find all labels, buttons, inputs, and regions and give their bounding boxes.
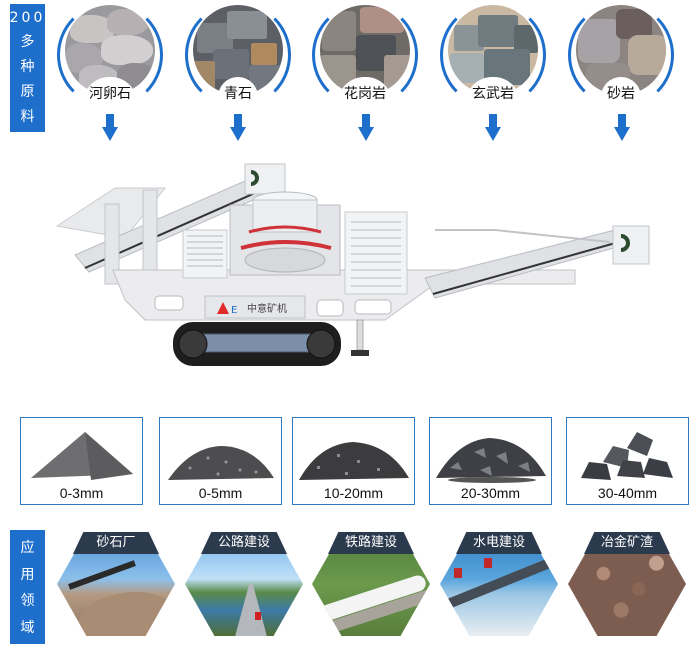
label-char: 用 [20, 566, 35, 583]
raw-materials-label: 200 多 种 原 料 [10, 4, 45, 132]
product-10-20mm: 10-20mm [292, 417, 415, 505]
product-0-3mm: 0-3mm [20, 417, 143, 505]
product-size-label: 20-30mm [460, 485, 521, 501]
svg-text:E: E [231, 305, 237, 316]
label-char: 多 [20, 34, 35, 51]
product-size-label: 0-5mm [198, 485, 243, 501]
down-arrow-icon [358, 114, 374, 142]
product-0-5mm: 0-5mm [159, 417, 282, 505]
gravel-pile-icon [168, 446, 274, 480]
material-river-pebble: 河卵石 [57, 2, 163, 108]
raw-materials-count: 200 [9, 10, 46, 27]
material-granite: 花岗岩 [312, 2, 418, 108]
basalt-photo [448, 5, 538, 95]
label-char: 领 [20, 593, 35, 610]
product-size-label: 10-20mm [323, 485, 384, 501]
product-size-label: 30-40mm [597, 485, 658, 501]
label-char: 料 [20, 108, 35, 125]
svg-text:中意矿机: 中意矿机 [247, 302, 287, 315]
mobile-crusher-illustration: E 中意矿机 [55, 160, 650, 375]
circle-arc [185, 2, 291, 108]
material-basalt: 玄武岩 [440, 2, 546, 108]
material-name: 砂岩 [601, 77, 641, 104]
label-char: 原 [20, 83, 35, 100]
application-metallurgical-slag: 冶金矿渣 [568, 532, 686, 636]
down-arrow-icon [614, 114, 630, 142]
material-sandstone: 砂岩 [568, 2, 674, 108]
crusher-machine-icon: E 中意矿机 [55, 163, 650, 366]
application-name: 砂石厂 [73, 532, 159, 554]
circle-arc [57, 2, 163, 108]
material-name: 青石 [218, 77, 258, 104]
gravel-pile-icon [436, 438, 546, 483]
product-30-40mm: 30-40mm [566, 417, 689, 505]
application-name: 水电建设 [456, 532, 542, 554]
application-name: 公路建设 [201, 532, 287, 554]
label-char: 应 [20, 540, 35, 557]
application-railway: 铁路建设 [312, 532, 430, 636]
rock-pile-icon [581, 432, 673, 480]
application-name: 铁路建设 [328, 532, 414, 554]
gravel-pile-icon [299, 442, 409, 480]
material-bluestone: 青石 [185, 2, 291, 108]
application-name: 冶金矿渣 [584, 532, 670, 554]
down-arrow-icon [230, 114, 246, 142]
application-highway: 公路建设 [185, 532, 303, 636]
circle-arc [440, 2, 546, 108]
circle-arc [312, 2, 418, 108]
product-size-label: 0-3mm [59, 485, 104, 501]
application-sand-quarry: 砂石厂 [57, 532, 175, 636]
label-char: 域 [20, 619, 35, 636]
down-arrow-icon [102, 114, 118, 142]
circle-arc [568, 2, 674, 108]
product-20-30mm: 20-30mm [429, 417, 552, 505]
application-hydropower: 水电建设 [440, 532, 558, 636]
applications-label: 应 用 领 域 [10, 530, 45, 644]
down-arrow-icon [485, 114, 501, 142]
fine-sand-cone-icon [31, 432, 133, 480]
label-char: 种 [20, 58, 35, 75]
